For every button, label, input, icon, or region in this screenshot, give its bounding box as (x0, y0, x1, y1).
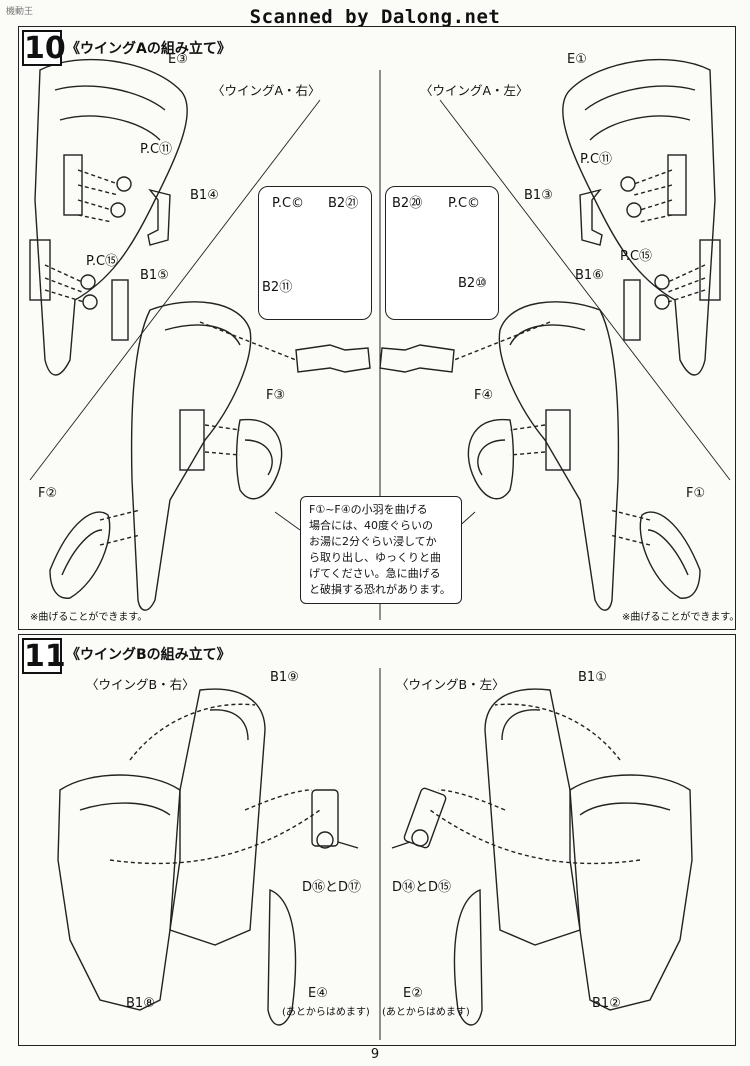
part-e4-label: E④ (308, 986, 328, 1001)
note-line: お湯に2分ぐらい浸してか (309, 535, 437, 548)
part-b1-1-label: B1① (578, 670, 607, 685)
inset-left-b2-bottom-label: B2⑩ (458, 276, 487, 291)
step-10-title: 《ウイングAの組み立て》 (66, 41, 231, 57)
bend-note-left: ※曲げることができます。 (30, 612, 148, 623)
wing-a-left-label: 〈ウイングA・左〉 (420, 83, 529, 98)
part-e2-note: (あとからはめます) (382, 1007, 470, 1018)
inset-left-b2-top-label: B2⑳ (392, 196, 423, 211)
scan-banner: Scanned by Dalong.net (249, 6, 501, 28)
part-b1-6-label: B1⑥ (575, 268, 604, 283)
inset-right-detail (258, 186, 372, 320)
part-e4-note: (あとからはめます) (282, 1007, 370, 1018)
note-line: と破損する恐れがあります。 (309, 583, 451, 596)
step-11-title: 《ウイングBの組み立て》 (66, 647, 231, 663)
corner-watermark: 機動王 (6, 7, 34, 17)
part-b1-4-label: B1④ (190, 188, 219, 203)
part-b1-8-label: B1⑧ (126, 996, 155, 1011)
inset-left-pcc-label: P.C© (448, 196, 481, 211)
page-number: 9 (370, 1047, 380, 1062)
step10-panel (18, 26, 736, 630)
inset-right-b2-top-label: B2㉑ (328, 196, 359, 211)
step-10-number: 10 (22, 30, 66, 66)
wing-a-right-label: 〈ウイングA・右〉 (212, 83, 321, 98)
part-b1-5-label: B1⑤ (140, 268, 169, 283)
part-pcd-left-label: P.C⑪ (580, 152, 613, 167)
part-d16-d17-label: D⑯とD⑰ (302, 880, 362, 895)
note-line: ら取り出し、ゆっくりと曲 (309, 551, 441, 564)
part-d14-d15-label: D⑭とD⑮ (392, 880, 452, 895)
inset-right-pcc-label: P.C© (272, 196, 305, 211)
part-e1-label: E① (567, 52, 587, 67)
part-f3-label: F③ (266, 388, 286, 403)
part-e2-label: E② (403, 986, 423, 1001)
part-pcd-right-label: P.C⑪ (140, 142, 173, 157)
step-11-number: 11 (22, 638, 66, 674)
part-f4-label: F④ (474, 388, 494, 403)
bend-note-right: ※曲げることができます。 (622, 612, 740, 623)
step11-panel (18, 634, 736, 1046)
inset-left-detail (385, 186, 499, 320)
part-f2-label: F② (38, 486, 58, 501)
part-b1-2-label: B1② (592, 996, 621, 1011)
bending-instruction-note: F①~F④の小羽を曲げる 場合には、40度ぐらいの お湯に2分ぐらい浸してか ら… (300, 496, 462, 604)
part-pcf-left-label: P.C⑮ (620, 249, 653, 264)
part-b1-9-label: B1⑨ (270, 670, 299, 685)
part-b1-3-label: B1③ (524, 188, 553, 203)
wing-b-left-label: 〈ウイングB・左〉 (396, 677, 505, 692)
wing-b-right-label: 〈ウイングB・右〉 (86, 677, 195, 692)
part-f1-label: F① (686, 486, 706, 501)
note-line: げてください。急に曲げる (309, 567, 441, 580)
part-e3-label: E③ (168, 52, 188, 67)
inset-right-b2-bottom-label: B2⑪ (262, 280, 293, 295)
part-pcf-right-label: P.C⑮ (86, 254, 119, 269)
note-line: 場合には、40度ぐらいの (309, 519, 433, 532)
note-line: F①~F④の小羽を曲げる (309, 503, 428, 516)
